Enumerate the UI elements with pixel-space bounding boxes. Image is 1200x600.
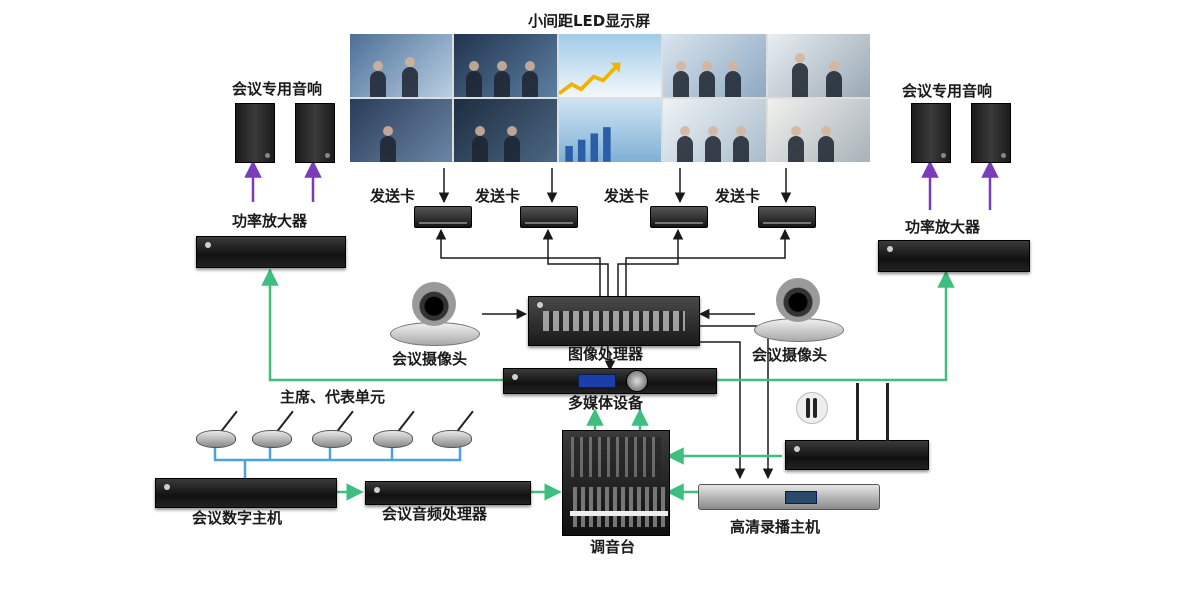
microphone-icon xyxy=(196,402,238,448)
person-icon xyxy=(504,126,521,162)
amp-to-speaker-links xyxy=(244,160,999,210)
wireless-receiver-icon xyxy=(785,383,929,470)
person-icon xyxy=(370,61,386,97)
person-icon xyxy=(402,57,418,97)
person-icon xyxy=(472,126,489,162)
screen-tile xyxy=(350,34,453,97)
person-icon xyxy=(733,126,750,162)
send-card-3-label: 发送卡 xyxy=(604,187,650,205)
person-icon xyxy=(787,126,804,162)
person-icon xyxy=(673,61,690,97)
send-card-icon xyxy=(520,206,578,228)
recording-host-label: 高清录播主机 xyxy=(730,518,821,536)
digital-host-label: 会议数字主机 xyxy=(192,509,283,527)
speaker-icon xyxy=(971,103,1011,163)
person-icon xyxy=(817,126,834,162)
digital-host-icon xyxy=(155,478,337,508)
person-icon xyxy=(791,53,808,97)
send-card-icon xyxy=(758,206,816,228)
amplifier-icon xyxy=(878,240,1030,272)
processor-icon xyxy=(528,296,700,346)
mixer-label: 调音台 xyxy=(590,538,636,556)
screen-tile xyxy=(454,34,557,97)
send-card-icon xyxy=(650,206,708,228)
audio-processor-icon xyxy=(365,481,531,505)
speaker-icon xyxy=(295,103,335,163)
send-card-4-label: 发送卡 xyxy=(715,187,761,205)
mixer-icon xyxy=(562,430,670,536)
screen-tile xyxy=(558,34,662,97)
screen-tile xyxy=(663,34,766,97)
person-icon xyxy=(705,126,722,162)
screen-tile xyxy=(767,34,870,97)
person-icon xyxy=(725,61,742,97)
speakers-right-label: 会议专用音响 xyxy=(902,82,993,100)
person-icon xyxy=(699,61,716,97)
amplifier-right-label: 功率放大器 xyxy=(905,218,981,236)
microphone-icon xyxy=(432,402,474,448)
amplifier-left-label: 功率放大器 xyxy=(232,212,308,230)
speaker-icon xyxy=(911,103,951,163)
processor-links xyxy=(435,168,792,480)
send-card-2-label: 发送卡 xyxy=(475,187,521,205)
screen-tile xyxy=(663,99,766,162)
chair-units-label: 主席、代表单元 xyxy=(280,388,386,406)
microphone-icon xyxy=(373,402,415,448)
speakers-left-label: 会议专用音响 xyxy=(232,80,323,98)
image-processor-label: 图像处理器 xyxy=(568,345,644,363)
bar-chart-icon xyxy=(565,127,611,162)
screen-tile xyxy=(767,99,870,162)
person-icon xyxy=(522,61,539,97)
signal-links xyxy=(261,268,955,501)
multimedia-device-icon xyxy=(503,368,717,394)
led-screen xyxy=(350,34,870,162)
person-icon xyxy=(677,126,694,162)
person-icon xyxy=(825,61,842,97)
speaker-icon xyxy=(235,103,275,163)
led-screen-label: 小间距LED显示屏 xyxy=(528,12,651,30)
multimedia-device-label: 多媒体设备 xyxy=(568,394,644,412)
wireless-microphone-icon xyxy=(796,392,828,424)
microphone-icon xyxy=(252,402,294,448)
person-icon xyxy=(494,61,511,97)
camera-left-label: 会议摄像头 xyxy=(392,350,468,368)
growth-chart-icon xyxy=(558,62,621,96)
person-icon xyxy=(380,126,396,162)
person-icon xyxy=(466,61,483,97)
microphone-icon xyxy=(312,402,354,448)
screen-tile xyxy=(350,99,453,162)
camera-icon xyxy=(390,282,480,346)
camera-icon xyxy=(754,278,844,342)
send-card-icon xyxy=(414,206,472,228)
screen-tile xyxy=(454,99,557,162)
send-card-1-label: 发送卡 xyxy=(370,187,416,205)
amplifier-icon xyxy=(196,236,346,268)
audio-processor-label: 会议音频处理器 xyxy=(382,505,488,523)
screen-tile xyxy=(558,99,662,162)
camera-right-label: 会议摄像头 xyxy=(752,346,828,364)
recorder-icon xyxy=(698,484,880,510)
